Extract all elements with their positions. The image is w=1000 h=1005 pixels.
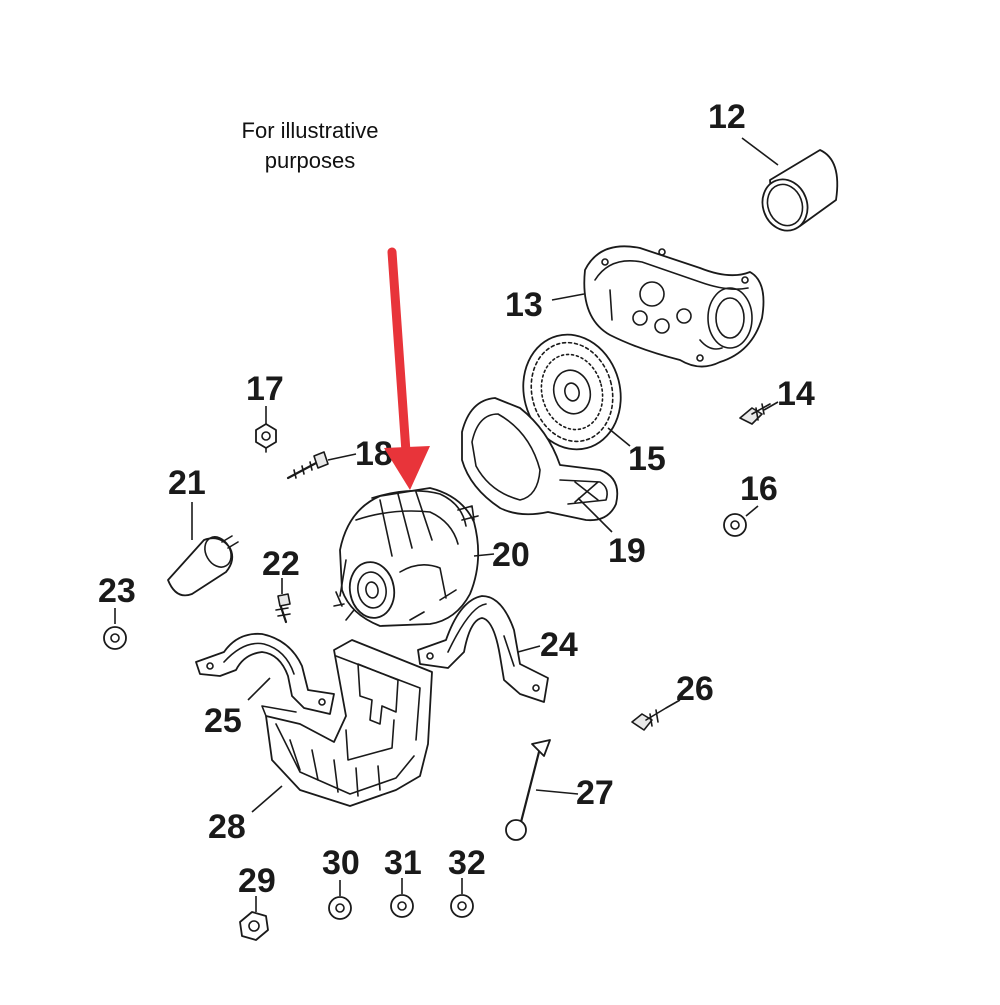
pointer-arrow bbox=[384, 247, 430, 490]
label-22: 22 bbox=[262, 545, 300, 583]
label-26: 26 bbox=[676, 670, 714, 708]
label-15: 15 bbox=[628, 440, 666, 478]
part-23-washer[interactable] bbox=[103, 608, 127, 650]
part-22-bolt[interactable] bbox=[275, 578, 291, 624]
part-13-rear-housing[interactable] bbox=[551, 245, 765, 368]
label-25: 25 bbox=[204, 702, 242, 740]
caption-line-1: For illustrative bbox=[242, 118, 379, 143]
label-14: 14 bbox=[777, 375, 815, 413]
label-23: 23 bbox=[98, 572, 136, 610]
label-24: 24 bbox=[540, 626, 578, 664]
label-16: 16 bbox=[740, 470, 778, 508]
label-12: 12 bbox=[708, 98, 746, 136]
label-32: 32 bbox=[448, 844, 486, 882]
part-32-washer[interactable] bbox=[450, 878, 474, 918]
part-30-washer[interactable] bbox=[328, 880, 352, 920]
label-21: 21 bbox=[168, 464, 206, 502]
part-17-nut[interactable] bbox=[255, 406, 277, 453]
label-28: 28 bbox=[208, 808, 246, 846]
label-29: 29 bbox=[238, 862, 276, 900]
label-13: 13 bbox=[505, 286, 543, 324]
part-14-screw[interactable] bbox=[739, 401, 779, 425]
part-29-hex-nut[interactable] bbox=[239, 896, 269, 941]
label-17: 17 bbox=[246, 370, 284, 408]
label-19: 19 bbox=[608, 532, 646, 570]
label-20: 20 bbox=[492, 536, 530, 574]
caption-line-2: purposes bbox=[265, 148, 356, 173]
part-25-left-bracket[interactable] bbox=[195, 632, 335, 715]
part-24-right-bracket[interactable] bbox=[417, 595, 549, 703]
part-15-fan-wheel[interactable] bbox=[511, 324, 634, 461]
label-18: 18 bbox=[355, 435, 393, 473]
label-31: 31 bbox=[384, 844, 422, 882]
part-19-front-housing[interactable] bbox=[461, 397, 619, 533]
part-28-base-cradle[interactable] bbox=[251, 639, 433, 813]
label-30: 30 bbox=[322, 844, 360, 882]
part-12-sleeve[interactable] bbox=[741, 137, 839, 237]
part-27-rod[interactable] bbox=[505, 739, 579, 841]
part-26-screw[interactable] bbox=[631, 699, 681, 731]
part-21-capacitor[interactable] bbox=[167, 502, 239, 597]
label-27: 27 bbox=[576, 774, 614, 812]
part-20-motor[interactable] bbox=[333, 487, 495, 627]
part-31-washer[interactable] bbox=[390, 878, 414, 918]
part-16-washer[interactable] bbox=[723, 505, 759, 537]
part-18-bolt[interactable] bbox=[286, 451, 357, 480]
